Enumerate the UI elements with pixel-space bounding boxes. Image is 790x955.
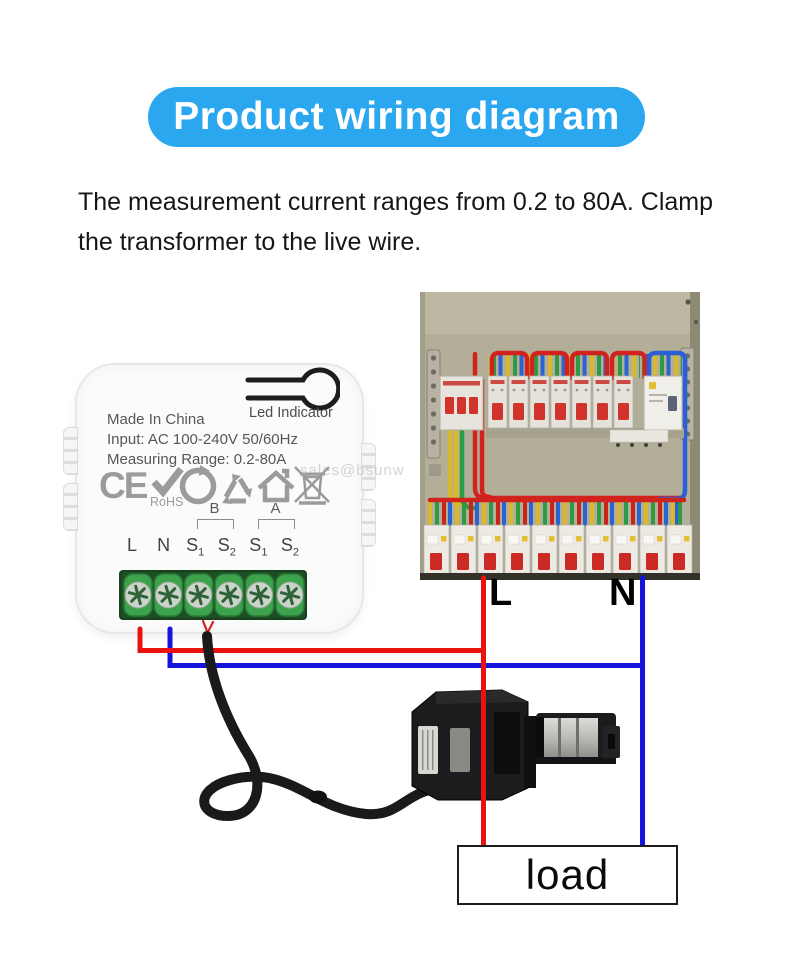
mount-clip [361,499,376,547]
led-indicator-icon [245,367,340,411]
group-b-bracket [197,519,234,529]
group-a-bracket [258,519,295,529]
terminal-label: S2 [217,535,236,559]
terminal-label: N [157,535,171,555]
neutral-label: N [609,572,637,614]
svg-text:RoHS: RoHS [150,495,183,509]
terminal-label: S2 [280,535,300,559]
device-module: Led Indicator Made In China Input: AC 10… [63,363,376,634]
mount-clip [63,483,78,531]
ct-clamp [411,689,620,801]
description: The measurement current ranges from 0.2 … [78,182,748,262]
terminal-block [119,570,307,620]
rohs-check-icon: RoHS [150,466,184,509]
breaker-panel-photo [420,292,700,580]
live-label: L [489,572,513,614]
weee-bin-icon [294,466,330,505]
watermark: sales@bsunw [300,462,405,479]
description-line-1: The measurement current ranges from 0.2 … [78,188,714,216]
svg-text:CE: CE [99,465,148,506]
title-banner: Product wiring diagram [148,87,645,147]
ce-mark-icon: CE [99,465,150,506]
green-dot-icon [179,465,217,505]
mount-clip [63,427,78,475]
input-spec-text: Input: AC 100-240V 50/60Hz [107,431,298,448]
load-label: load [525,851,610,898]
made-in-text: Made In China [107,411,205,428]
measuring-range-text: Measuring Range: 0.2-80A [107,451,287,468]
mount-clip [361,443,376,491]
description-line-2: the transformer to the live wire. [78,228,422,256]
terminal-label: S1 [186,535,205,559]
terminal-label: L [126,535,137,555]
load-box: load [457,845,678,905]
terminal-label: S1 [249,535,268,559]
led-indicator-label: Led Indicator [249,405,333,421]
neutral-wire-from-module [167,626,645,668]
page-title: Product wiring diagram [173,95,620,138]
clamp-core [544,718,598,758]
recycle-icon [222,474,252,504]
cable-tie [309,790,327,804]
group-b-label: B [209,500,220,517]
certification-icons: CE RoHS [99,465,330,509]
house-icon [257,468,295,503]
group-a-label: A [270,500,281,517]
